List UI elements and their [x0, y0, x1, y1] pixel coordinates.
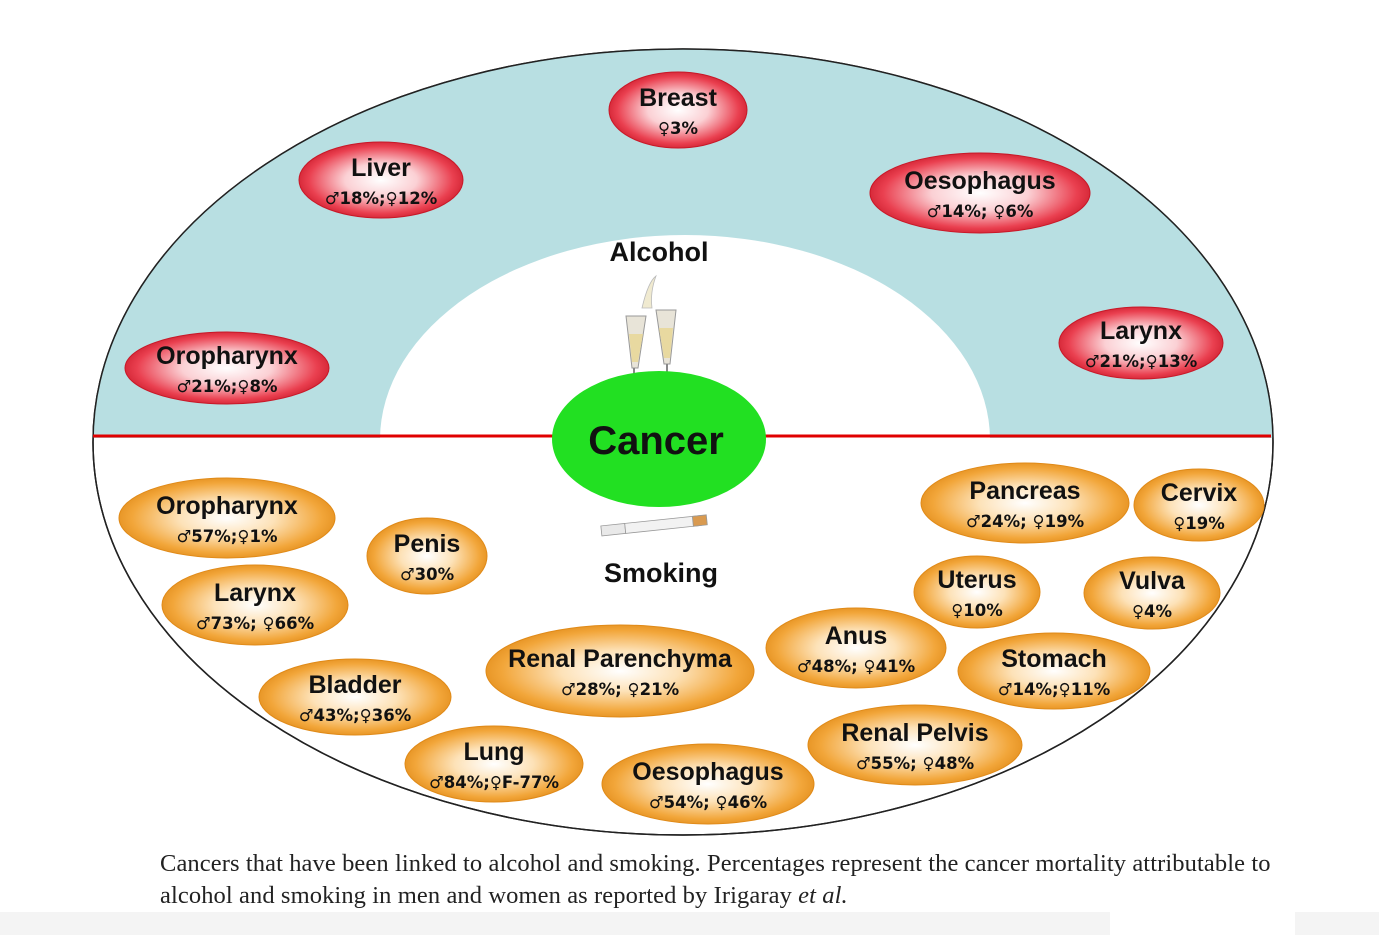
smoking-node-stat: ♂14%;♀11%: [998, 680, 1111, 699]
alcohol-node-shape: [1058, 306, 1224, 380]
smoking-node-stat: ♂43%;♀36%: [299, 706, 412, 725]
cigarette-icon: [600, 514, 708, 537]
smoking-node-shape: [765, 607, 947, 689]
bottom-strip: [0, 912, 1379, 935]
smoking-node-shape: [118, 477, 336, 559]
smoking-node-shape: [1133, 468, 1265, 542]
smoking-node-shape: [920, 462, 1130, 544]
smoking-node-name: Oropharynx: [156, 492, 298, 520]
alcohol-node-stat: ♀3%: [658, 119, 699, 138]
alcohol-label: Alcohol: [610, 237, 709, 267]
smoking-node-name: Penis: [394, 530, 461, 558]
alcohol-node-larynx: Larynx ♂21%;♀13%: [1058, 306, 1224, 380]
smoking-node-pancreas: Pancreas ♂24%; ♀19%: [920, 462, 1130, 544]
smoking-node-shape: [1083, 556, 1221, 630]
smoking-node-name: Pancreas: [969, 477, 1080, 505]
smoking-label: Smoking: [604, 558, 718, 588]
alcohol-node-name: Liver: [351, 154, 411, 182]
smoking-node-stat: ♀10%: [951, 601, 1003, 620]
alcohol-node-name: Oropharynx: [156, 342, 298, 370]
smoking-node-shape: [366, 517, 488, 595]
alcohol-node-shape: [608, 71, 748, 149]
smoking-node-lung: Lung ♂84%;♀F-77%: [404, 725, 584, 803]
smoking-node-stat: ♂28%; ♀21%: [561, 680, 680, 699]
alcohol-node-liver: Liver ♂18%;♀12%: [298, 141, 464, 219]
smoking-node-stat: ♂48%; ♀41%: [797, 657, 916, 676]
smoking-node-renal-pelvis: Renal Pelvis ♂55%; ♀48%: [807, 704, 1023, 786]
smoking-node-anus: Anus ♂48%; ♀41%: [765, 607, 947, 689]
smoking-node-shape: [913, 555, 1041, 629]
smoking-node-cervix: Cervix ♀19%: [1133, 468, 1265, 542]
smoking-node-bladder: Bladder ♂43%;♀36%: [258, 658, 452, 736]
smoking-node-shape: [258, 658, 452, 736]
smoking-node-name: Renal Parenchyma: [508, 645, 733, 673]
caption-italic: et al.: [798, 882, 848, 909]
smoking-node-uterus: Uterus ♀10%: [913, 555, 1041, 629]
smoking-node-stat: ♂55%; ♀48%: [856, 754, 975, 773]
smoking-node-stomach: Stomach ♂14%;♀11%: [957, 632, 1151, 710]
alcohol-node-stat: ♂18%;♀12%: [325, 189, 438, 208]
smoking-node-shape: [404, 725, 584, 803]
alcohol-node-oesophagus: Oesophagus ♂14%; ♀6%: [869, 152, 1091, 234]
smoking-node-penis: Penis ♂30%: [366, 517, 488, 595]
smoking-node-stat: ♂24%; ♀19%: [966, 512, 1085, 531]
alcohol-node-name: Oesophagus: [904, 167, 1055, 195]
smoking-node-name: Oesophagus: [632, 758, 783, 786]
cancer-center-label: Cancer: [588, 419, 724, 463]
smoking-node-name: Bladder: [308, 671, 401, 699]
alcohol-node-shape: [298, 141, 464, 219]
smoking-node-name: Uterus: [937, 566, 1016, 594]
smoking-node-name: Vulva: [1119, 567, 1186, 595]
smoking-node-oesophagus: Oesophagus ♂54%; ♀46%: [601, 743, 815, 825]
smoking-node-shape: [807, 704, 1023, 786]
smoking-node-shape: [957, 632, 1151, 710]
smoking-node-name: Stomach: [1001, 645, 1107, 673]
alcohol-node-breast: Breast ♀3%: [608, 71, 748, 149]
smoking-node-name: Cervix: [1161, 479, 1238, 507]
alcohol-node-oropharynx: Oropharynx ♂21%;♀8%: [124, 331, 330, 405]
smoking-node-name: Renal Pelvis: [841, 719, 988, 747]
smoking-node-shape: [485, 624, 755, 718]
smoking-node-stat: ♂30%: [400, 565, 455, 584]
smoking-node-shape: [601, 743, 815, 825]
alcohol-node-stat: ♂14%; ♀6%: [927, 202, 1034, 221]
alcohol-node-stat: ♂21%;♀13%: [1085, 352, 1198, 371]
alcohol-node-shape: [869, 152, 1091, 234]
smoking-node-shape: [161, 564, 349, 646]
smoking-node-stat: ♂73%; ♀66%: [196, 614, 315, 633]
alcohol-node-name: Larynx: [1100, 317, 1182, 345]
cancer-center-node: [552, 371, 766, 507]
smoking-node-stat: ♀19%: [1173, 514, 1225, 533]
smoking-node-stat: ♂57%;♀1%: [177, 527, 278, 546]
alcohol-node-shape: [124, 331, 330, 405]
smoking-node-oropharynx: Oropharynx ♂57%;♀1%: [118, 477, 336, 559]
smoking-node-name: Larynx: [214, 579, 296, 607]
smoking-node-vulva: Vulva ♀4%: [1083, 556, 1221, 630]
figure-caption: Cancers that have been linked to alcohol…: [160, 850, 1271, 909]
champagne-glasses-icon: [625, 274, 677, 390]
smoking-node-stat: ♀4%: [1132, 602, 1173, 621]
alcohol-node-name: Breast: [639, 84, 717, 112]
smoking-node-name: Lung: [463, 738, 524, 766]
alcohol-inner-white: [380, 235, 990, 438]
smoking-node-stat: ♂84%;♀F-77%: [429, 773, 560, 792]
smoking-node-stat: ♂54%; ♀46%: [649, 793, 768, 812]
alcohol-node-stat: ♂21%;♀8%: [177, 377, 278, 396]
smoking-node-larynx: Larynx ♂73%; ♀66%: [161, 564, 349, 646]
smoking-node-renal-parenchyma: Renal Parenchyma ♂28%; ♀21%: [485, 624, 755, 718]
smoking-node-name: Anus: [825, 622, 888, 650]
